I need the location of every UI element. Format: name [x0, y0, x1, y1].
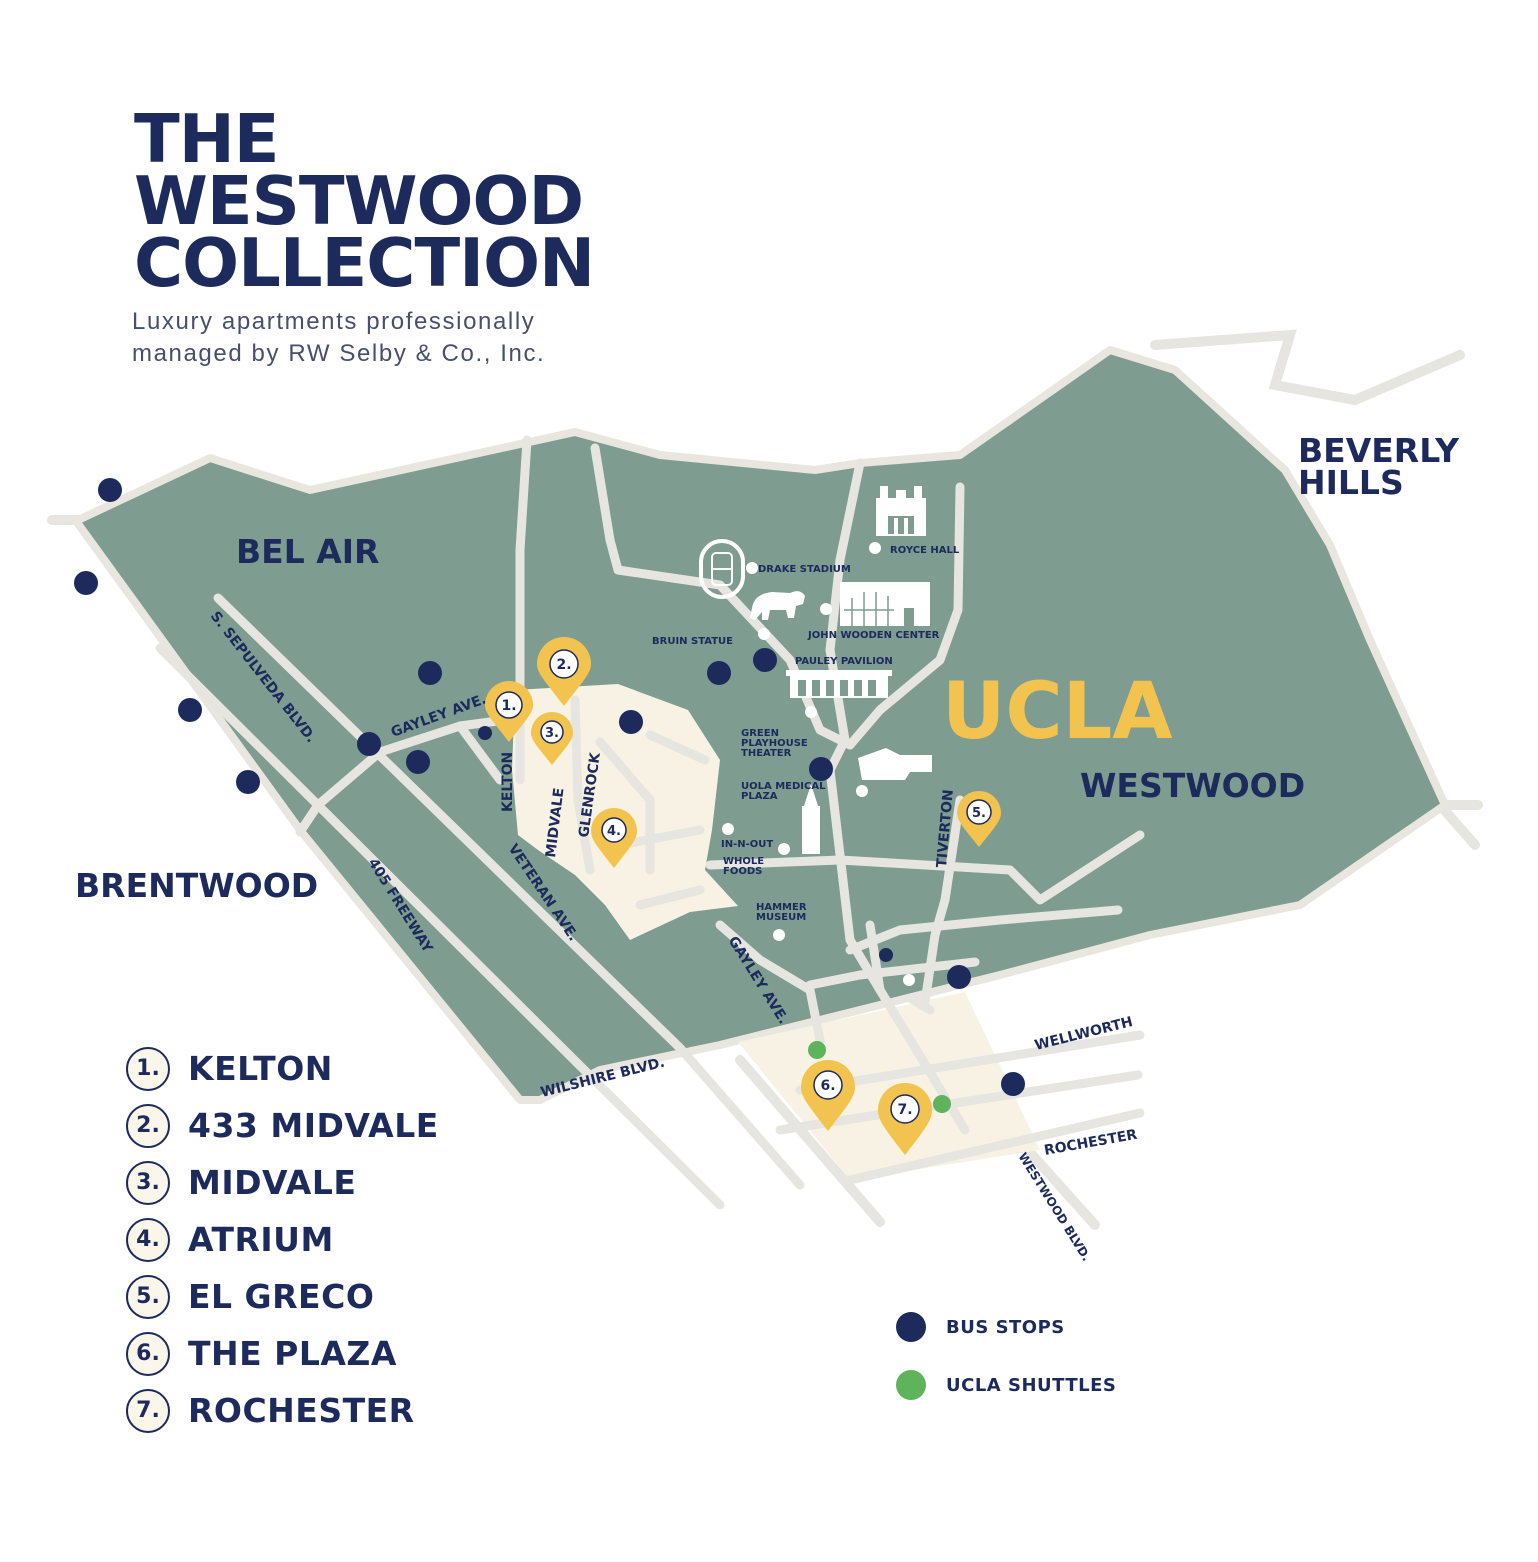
- property-number: 3.: [126, 1160, 170, 1205]
- roads: [155, 435, 1145, 1210]
- street-label-tiverton: TIVERTON: [934, 789, 957, 869]
- drake-stadium-icon: [699, 539, 745, 599]
- property-name: 433 MIDVALE: [188, 1106, 439, 1145]
- legend-label: BUS STOPS: [946, 1316, 1065, 1338]
- landmark-whole-foods-1: WHOLE: [723, 856, 764, 867]
- street-label-kelton: KELTON: [500, 752, 516, 812]
- property-item[interactable]: 2. 433 MIDVALE: [126, 1097, 439, 1154]
- landmark-hammer-2: MUSEUM: [756, 912, 806, 923]
- pin-1[interactable]: 1.: [485, 681, 533, 742]
- property-list: 1. KELTON 2. 433 MIDVALE 3. MIDVALE 4. ATRIU…: [126, 1040, 439, 1439]
- property-item[interactable]: 3. MIDVALE: [126, 1154, 439, 1211]
- property-number: 2.: [126, 1103, 170, 1148]
- royce-hall-icon: [876, 486, 926, 536]
- landmark-green-playhouse-1: GREEN: [741, 728, 779, 739]
- landmark-royce-hall: ROYCE HALL: [890, 545, 960, 556]
- property-item[interactable]: 5. EL GRECO: [126, 1268, 439, 1325]
- property-item[interactable]: 6. THE PLAZA: [126, 1325, 439, 1382]
- page-title: THE WESTWOOD COLLECTION: [134, 100, 595, 302]
- area-label-westwood: WESTWOOD: [1080, 766, 1305, 805]
- property-item[interactable]: 1. KELTON: [126, 1040, 439, 1097]
- pin-4[interactable]: 4.: [591, 808, 637, 868]
- pauley-pavilion-icon: [786, 670, 892, 698]
- legend-bus-stops: BUS STOPS: [896, 1298, 1116, 1356]
- legend-label: UCLA SHUTTLES: [946, 1374, 1117, 1396]
- title-line: WESTWOOD: [134, 162, 584, 240]
- medical-tower-icon: [802, 784, 820, 854]
- property-number: 5.: [126, 1274, 170, 1319]
- property-name: EL GRECO: [188, 1277, 375, 1316]
- property-number: 4.: [126, 1217, 170, 1262]
- bus-stop-swatch-icon: [896, 1312, 926, 1342]
- pin-3[interactable]: 3.: [531, 712, 573, 765]
- pin-6[interactable]: 6.: [801, 1060, 855, 1131]
- pin-label-1: 1.: [501, 698, 516, 714]
- map-legend: BUS STOPS UCLA SHUTTLES: [896, 1298, 1116, 1414]
- title-line: THE: [134, 100, 280, 178]
- landmark-john-wooden: JOHN WOODEN CENTER: [807, 630, 940, 641]
- pin-label-3: 3.: [545, 726, 559, 741]
- bruin-bear-icon: [750, 591, 805, 620]
- landmark-bruin-statue: BRUIN STATUE: [652, 636, 733, 647]
- landmark-pauley: PAULEY PAVILION: [795, 656, 893, 667]
- subtitle-line: managed by RW Selby & Co., Inc.: [132, 340, 546, 367]
- pin-label-6: 6.: [820, 1078, 835, 1094]
- page-subtitle: Luxury apartments professionally managed…: [132, 306, 545, 370]
- landmark-medical-2: PLAZA: [741, 791, 778, 802]
- pin-label-5: 5.: [972, 806, 986, 821]
- area-label-hills: HILLS: [1298, 463, 1404, 502]
- landmark-drake-stadium: DRAKE STADIUM: [758, 564, 851, 575]
- property-name: KELTON: [188, 1049, 333, 1088]
- pin-5[interactable]: 5.: [957, 791, 1001, 847]
- property-number: 7.: [126, 1388, 170, 1433]
- shuttle-stops: [808, 1041, 951, 1113]
- bus-stops: [74, 478, 1025, 1096]
- property-item[interactable]: 4. ATRIUM: [126, 1211, 439, 1268]
- john-wooden-center-icon: [840, 582, 930, 626]
- landmark-whole-foods-2: FOODS: [723, 866, 762, 877]
- pin-2[interactable]: 2.: [537, 637, 591, 706]
- property-number: 6.: [126, 1331, 170, 1376]
- landmark-dots: [722, 542, 915, 986]
- title-line: COLLECTION: [134, 224, 595, 302]
- landmark-green-playhouse-2: PLAYHOUSE: [741, 738, 808, 749]
- landmark-green-playhouse-3: THEATER: [741, 748, 792, 759]
- area-label-beverly: BEVERLY: [1298, 431, 1460, 470]
- landmark-medical-1: UOLA MEDICAL: [741, 781, 826, 792]
- property-item[interactable]: 7. ROCHESTER: [126, 1382, 439, 1439]
- subtitle-line: Luxury apartments professionally: [132, 308, 536, 335]
- property-name: THE PLAZA: [188, 1334, 397, 1373]
- pin-label-7: 7.: [897, 1102, 912, 1118]
- landmark-in-n-out: IN-N-OUT: [721, 839, 773, 850]
- area-label-brentwood: BRENTWOOD: [75, 866, 318, 905]
- shuttle-swatch-icon: [896, 1370, 926, 1400]
- property-name: ROCHESTER: [188, 1391, 415, 1430]
- pin-label-4: 4.: [607, 824, 621, 839]
- pin-label-2: 2.: [556, 657, 571, 673]
- landmark-hammer-1: HAMMER: [756, 902, 807, 913]
- property-number: 1.: [126, 1046, 170, 1091]
- legend-ucla-shuttles: UCLA SHUTTLES: [896, 1356, 1116, 1414]
- pin-7[interactable]: 7.: [878, 1083, 932, 1155]
- property-name: MIDVALE: [188, 1163, 357, 1202]
- area-label-ucla: UCLA: [942, 667, 1173, 757]
- hammer-building-icon: [858, 748, 932, 780]
- area-label-bel-air: BEL AIR: [236, 532, 379, 571]
- property-name: ATRIUM: [188, 1220, 334, 1259]
